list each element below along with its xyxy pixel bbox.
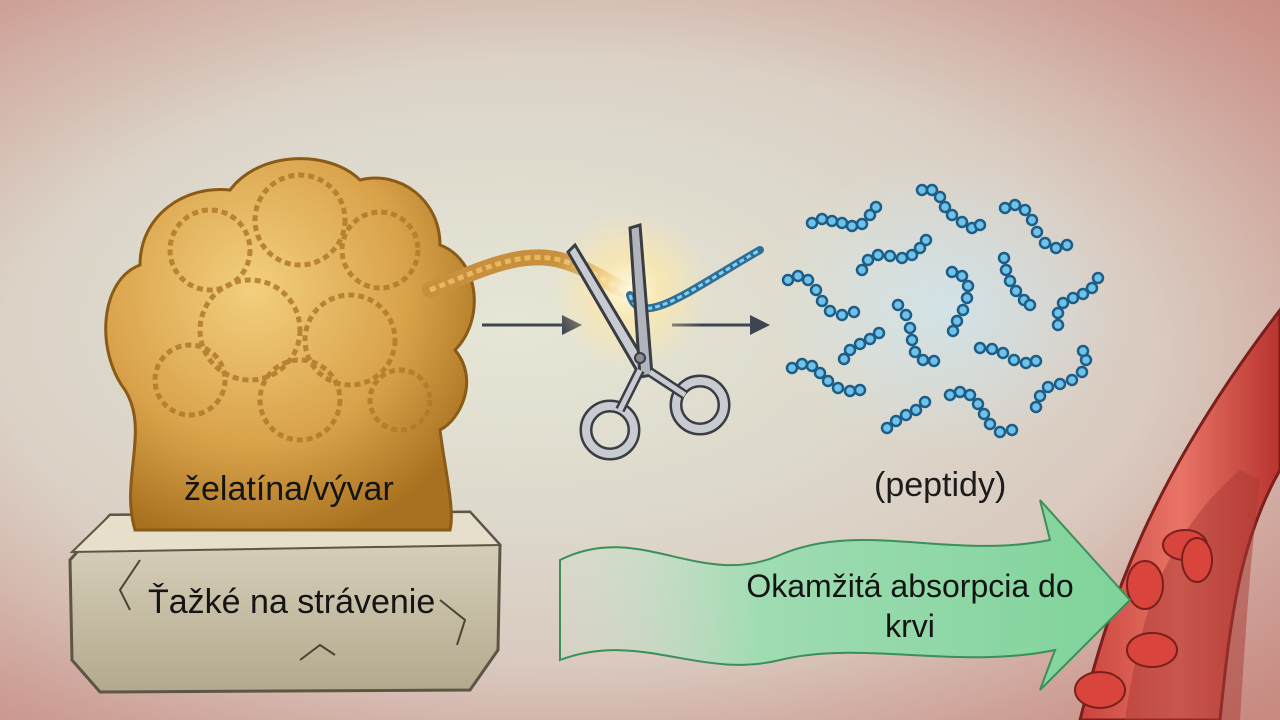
peptide-chain [997,251,1037,312]
peptide-chain [785,357,867,398]
peptide-chain [945,265,975,338]
peptide-chain [891,298,941,368]
peptide-chain [943,385,1019,439]
blood-vessel-icon [1074,307,1280,720]
hard-to-digest-label: Ťažké na strávenie [148,583,436,621]
blood-cell [1126,560,1164,610]
absorption-label: Okamžitá absorpcia do krvi [746,568,1074,644]
peptide-chain [855,233,933,277]
peptide-chain [1051,271,1105,332]
blood-cell [1074,671,1126,709]
peptides-label: (peptidy) [874,466,1007,504]
peptide-chain [915,183,987,235]
blood-cell [1181,537,1213,583]
peptide-chain [805,200,883,233]
peptide-chain [998,198,1074,255]
peptide-chain [1029,344,1093,414]
blood-cell [1126,632,1178,668]
gelatin-blob-icon [104,157,633,532]
peptide-chain [781,269,861,322]
peptide-chain [837,326,886,366]
peptide-chain [880,395,932,435]
absorption-arrow-icon [559,499,1132,691]
scissors-icon [550,210,764,461]
peptide-chain [973,341,1043,370]
peptides-cluster-icon [770,155,1130,455]
gelatin-label: želatína/vývar [184,470,394,508]
